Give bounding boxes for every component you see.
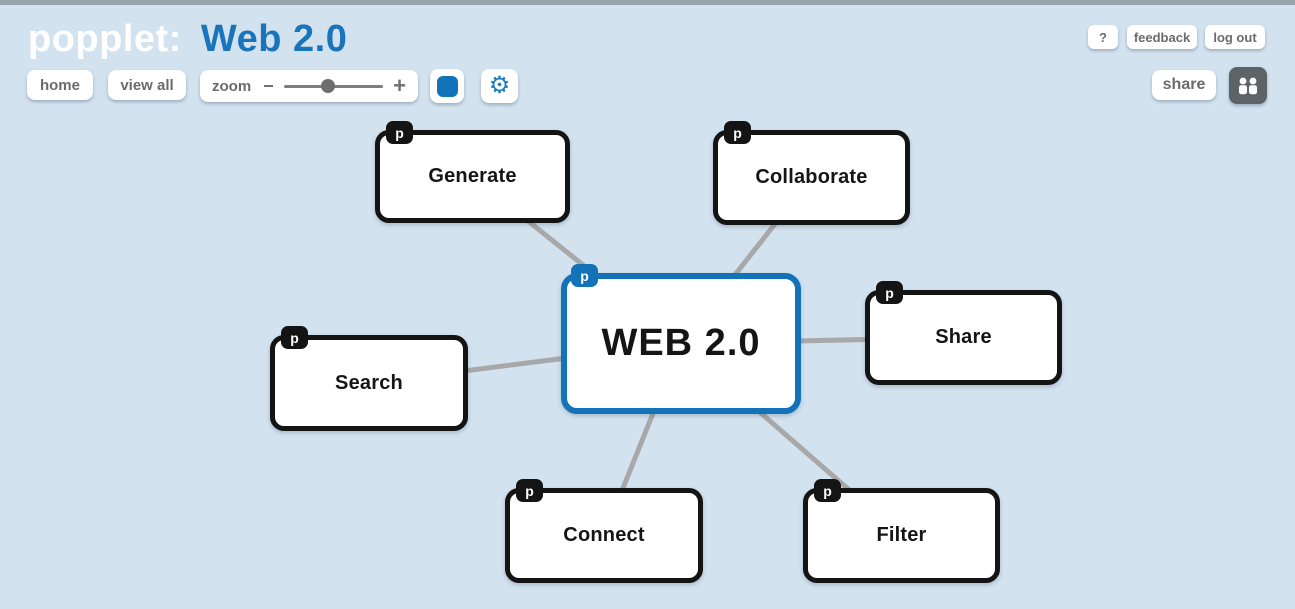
collaborators-button[interactable] — [1229, 67, 1267, 104]
popplet-tag-icon[interactable]: p — [814, 479, 841, 502]
popplet-tag-icon[interactable]: p — [281, 326, 308, 349]
node-label: Connect — [563, 524, 645, 546]
help-button[interactable]: ? — [1088, 25, 1118, 49]
zoom-slider[interactable] — [283, 79, 384, 93]
app-logo: popplet: Web 2.0 — [28, 18, 347, 61]
node-label: Generate — [428, 165, 517, 187]
settings-button[interactable]: ⚙ — [481, 69, 518, 103]
zoom-label: zoom — [212, 77, 252, 95]
node-label: Filter — [876, 524, 927, 546]
popplet-tag-icon[interactable]: p — [571, 264, 598, 287]
blue-square-icon — [436, 75, 458, 97]
node-label: WEB 2.0 — [601, 322, 761, 364]
zoom-in-button[interactable]: + — [393, 73, 406, 98]
node-label: Search — [335, 371, 403, 394]
board-title: Web 2.0 — [200, 18, 348, 60]
popplet-tag-icon[interactable]: p — [386, 121, 413, 144]
node-label: Collaborate — [755, 166, 868, 188]
view-all-button[interactable]: view all — [108, 70, 186, 100]
node-label: Share — [935, 326, 992, 348]
home-button[interactable]: home — [27, 70, 93, 100]
zoom-slider-knob[interactable] — [321, 79, 336, 93]
logout-button[interactable]: log out — [1205, 25, 1265, 49]
people-icon — [1239, 77, 1257, 94]
app-logo-text: popplet: — [28, 18, 182, 60]
zoom-control: zoom − + — [200, 70, 418, 102]
color-picker-button[interactable] — [430, 69, 464, 103]
feedback-button[interactable]: feedback — [1127, 25, 1197, 49]
popplet-tag-icon[interactable]: p — [724, 121, 751, 144]
popplet-tag-icon[interactable]: p — [876, 281, 903, 304]
share-button[interactable]: share — [1152, 70, 1216, 100]
top-border-strip — [0, 0, 1295, 5]
popplet-tag-icon[interactable]: p — [516, 479, 543, 502]
gear-icon: ⚙ — [488, 72, 511, 99]
zoom-out-button[interactable]: − — [263, 76, 274, 96]
